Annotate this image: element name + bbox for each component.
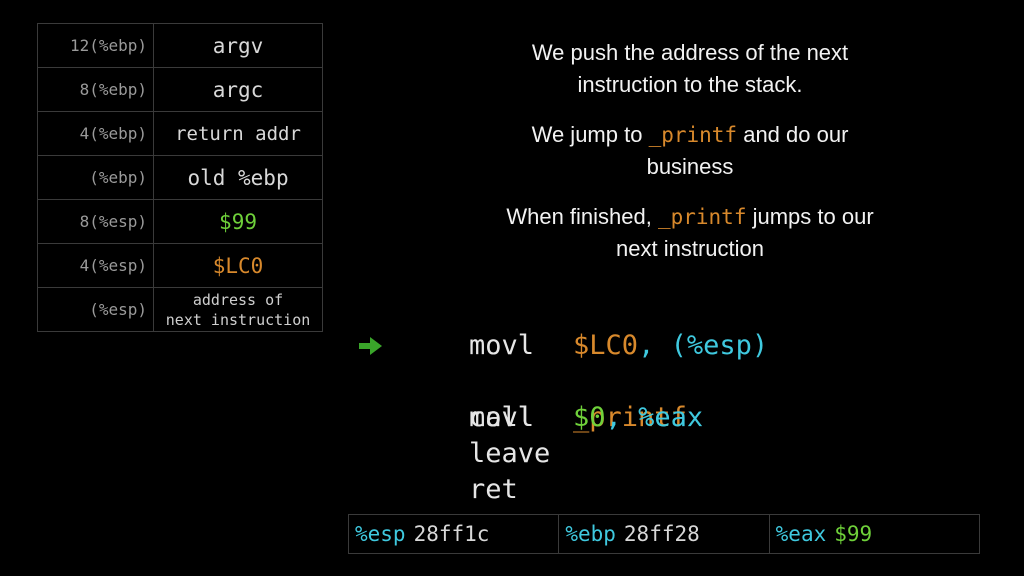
stack-row: 4(%esp) $LC0 — [36, 243, 323, 288]
operand-separator: , — [638, 330, 671, 361]
register-name: %ebp — [565, 522, 616, 546]
explanation-text: jumps to our — [746, 204, 874, 229]
operand: (%esp) — [670, 330, 769, 361]
register-name: %eax — [775, 522, 827, 546]
right-arrow-icon — [359, 337, 382, 355]
register-cell: %ebp 28ff28 — [559, 515, 770, 553]
stack-value-line: address of — [192, 290, 284, 309]
explanation-line: When finished, _printf jumps to our — [430, 201, 950, 233]
stack-value: return addr — [153, 111, 323, 156]
explanation-paragraph-1: We push the address of the next instruct… — [430, 37, 950, 101]
code-line-current: call _printf — [359, 328, 768, 433]
explanation-line: We push the address of the next — [531, 40, 849, 65]
stack-offset: (%ebp) — [36, 155, 155, 200]
stack-row: (%ebp) old %ebp — [36, 155, 323, 200]
stack-value-line: next instruction — [165, 310, 311, 329]
operand: $0 — [573, 402, 606, 433]
stack-offset: 12(%ebp) — [36, 23, 155, 68]
explanation-text: When finished, — [506, 204, 658, 229]
stack-value: old %ebp — [153, 155, 323, 200]
code-line: leave — [404, 400, 768, 469]
function-name: _printf — [657, 205, 747, 229]
stack-table: 12(%ebp) argv 8(%ebp) argc 4(%ebp) retur… — [36, 23, 323, 332]
stack-value: $LC0 — [153, 243, 323, 288]
operand: _printf — [573, 402, 687, 433]
code-line: movl $0, %eax — [404, 364, 768, 433]
explanation-paragraph-3: When finished, _printf jumps to our next… — [430, 201, 950, 265]
function-name: _printf — [648, 123, 738, 147]
stack-row: (%esp) address of next instruction — [36, 287, 323, 332]
explanation-paragraph-2: We jump to _printf and do our business — [430, 119, 950, 183]
register-cell: %eax $99 — [770, 515, 979, 553]
register-value: $99 — [834, 522, 873, 546]
instruction: leave — [469, 438, 551, 469]
register-cell: %esp 28ff1c — [349, 515, 560, 553]
explanation-line: instruction to the stack. — [577, 72, 803, 97]
register-name: %esp — [355, 522, 406, 546]
explanation-line: next instruction — [616, 236, 764, 261]
stack-value: $99 — [153, 199, 323, 244]
explanation-line: We jump to _printf and do our — [430, 119, 950, 151]
stack-row: 8(%ebp) argc — [36, 67, 323, 112]
stack-offset: 8(%ebp) — [36, 67, 155, 112]
register-value: 28ff28 — [623, 522, 700, 546]
operand: $LC0 — [573, 330, 639, 361]
stack-offset: 4(%esp) — [36, 243, 155, 288]
code-line: ret — [404, 436, 768, 505]
stack-offset: (%esp) — [36, 287, 155, 332]
register-bar: %esp 28ff1c %ebp 28ff28 %eax $99 — [348, 514, 980, 554]
instruction: ret — [469, 474, 518, 505]
explanation-text: and do our — [737, 122, 849, 147]
stack-value: address of next instruction — [153, 287, 323, 332]
explanation-line: business — [646, 154, 734, 179]
instruction: call — [469, 402, 535, 433]
stack-value: argv — [153, 23, 323, 68]
stack-offset: 4(%ebp) — [36, 111, 155, 156]
code-line: movl $LC0, (%esp) — [404, 292, 768, 361]
stack-row: 8(%esp) $99 — [36, 199, 323, 244]
stack-value: argc — [153, 67, 323, 112]
stack-row: 12(%ebp) argv — [36, 23, 323, 68]
register-value: 28ff1c — [413, 522, 490, 546]
explanation-text: We jump to — [531, 122, 649, 147]
operand-separator: , — [605, 402, 639, 433]
stack-offset: 8(%esp) — [36, 199, 155, 244]
instruction: movl — [469, 402, 535, 433]
operand: %eax — [638, 402, 704, 433]
instruction: movl — [469, 330, 535, 361]
code-block: movl $LC0, (%esp) call _printf movl $0, %ea… — [359, 292, 768, 505]
stack-row: 4(%ebp) return addr — [36, 111, 323, 156]
